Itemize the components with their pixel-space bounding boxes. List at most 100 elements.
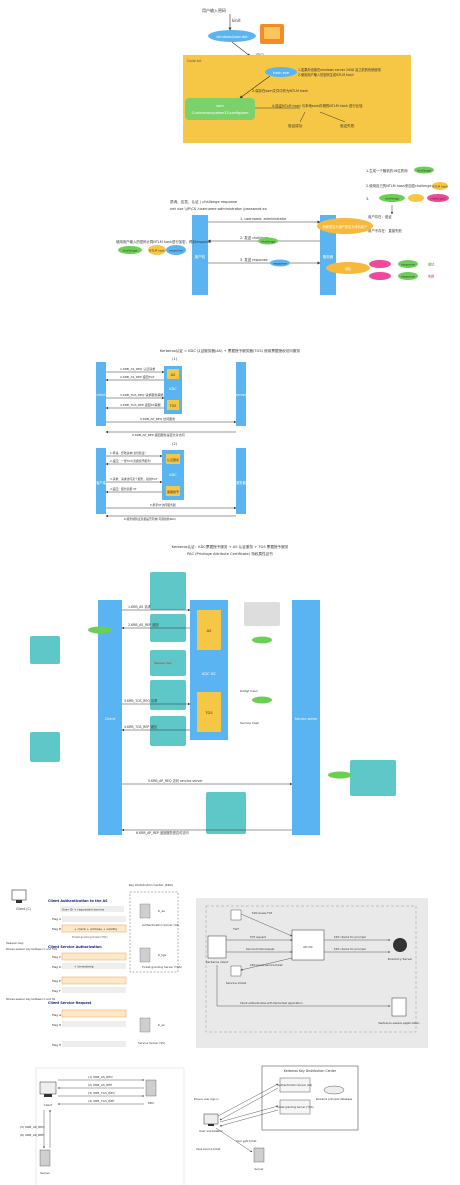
- m-tgt-note: Ticket-granting ticket (TGT): [72, 935, 108, 939]
- left-note: 使用用户输入的密码计算NTLM hash进行加密，得到response: [116, 239, 211, 244]
- k-arrow-1: 1.KRB_AS_REQ 认证请求: [120, 366, 155, 371]
- m-mf: Msg F: [52, 989, 61, 993]
- arch-a7: Client authenticates with Kerberized app…: [240, 1001, 303, 1005]
- kd-title-2: PAC (Privilege Attribute Certificate) 特权…: [187, 551, 273, 556]
- m-ma: Msg A: [52, 917, 62, 921]
- b-m6: (6) KRB_AP_REP: [20, 1133, 44, 1137]
- step3-label: 3.: [366, 197, 369, 201]
- kd-r1: 1.KRB_AS 请求: [128, 604, 152, 609]
- k-arrow-4: 4.KRB_TGS_REP 返回ST票据: [120, 402, 161, 407]
- hash-note-1: 1.如果你设置在windows server 2008 及之前的系统使用: [298, 67, 381, 72]
- arch-directory-icon: [393, 938, 407, 952]
- b-client-computer-icon: [39, 1081, 57, 1097]
- kd-card-4: [150, 680, 186, 710]
- compare-note: 4.验证NTLM hash 与本地sam存储的NTLM hash 进行比较: [272, 103, 363, 108]
- k2-arrow-4: 4.返回：服务票据 ST: [110, 487, 137, 491]
- kd-card-5: [150, 716, 186, 746]
- k2-arrow-6: 6.服务端验证票据是否有效(可能校验PAC): [124, 517, 176, 521]
- kd-card-7: [30, 636, 60, 664]
- challenge2-pill: challenge2: [430, 197, 446, 201]
- m-left-c3: Shares session key between C and SS: [6, 997, 55, 1001]
- m-left-c2: Shares session key between C and TGS: [6, 947, 57, 951]
- m-title-c: Client Service Request: [48, 1001, 92, 1005]
- b-client: Client: [44, 1103, 54, 1107]
- r-as: Authentication Server (AS): [278, 1083, 313, 1087]
- arch-a6: KDC checks for principal: [334, 947, 366, 951]
- k-sub-2: (2): [172, 442, 178, 446]
- k-arrow-6: 6.KRB_AP_REP 返回服务是否允许访问: [132, 432, 185, 437]
- kd-r4: 4.KRB_TGS_REP 返回: [124, 724, 157, 729]
- kd-card-1: [150, 572, 186, 610]
- arch-st: Service ticket: [226, 981, 247, 985]
- box-corner-label: Code.txt: [187, 59, 202, 63]
- k-sub-1: (1): [172, 357, 178, 361]
- k-kdc-label: KDC: [169, 387, 177, 391]
- r-db: Kerberos principal database: [316, 1097, 353, 1101]
- m-left-session: Session key: [6, 941, 24, 945]
- m-mb: Msg B: [52, 927, 61, 931]
- b-m4: (4) KRB_TGS_REP: [88, 1099, 114, 1103]
- k2-server-label: 服务器: [236, 480, 246, 485]
- k-tgs-label: TGS: [169, 404, 177, 408]
- hash-note-2: 2.使用用户输入的密码生成NTLM hash: [298, 72, 354, 77]
- k-arrow-2: 2.KRB_AS_REP 返回TGT: [120, 374, 155, 379]
- response-pill-right-2: response: [401, 275, 415, 279]
- k2-arrow-2: 2.返回：一张TGT(票据授予服务): [110, 459, 151, 463]
- kd-note-red: Session Key: [154, 661, 172, 665]
- arch-a3: Service ticket request: [246, 947, 274, 951]
- k-arrow-3: 3.KRB_TGS_REQ 请求服务票据: [120, 392, 163, 397]
- challenge-pill-left: challenge: [123, 249, 138, 253]
- k2-ticket-label: 票据授予: [167, 489, 179, 494]
- k2-arrow-5: 5.携带ST访问服务器: [150, 503, 176, 507]
- arch-a2: TGT request: [250, 935, 266, 939]
- client-bar: [192, 215, 208, 295]
- not-exist: 用户不存在：直接失败: [368, 228, 403, 233]
- m-client-label: Client (C): [16, 907, 31, 911]
- ok-right: 用户存在：验证: [368, 214, 392, 219]
- kd-as-label: AS: [207, 629, 212, 633]
- arch-dir: Directory Server: [388, 957, 413, 961]
- r-n2: User gets ticket: [236, 1139, 256, 1143]
- section-kerberos-bottom: Client KDC Server (1) KRB_AS_REQ (2) KRB…: [20, 1065, 359, 1185]
- r-db-icon: [323, 1085, 345, 1095]
- kd-service-bar: [292, 600, 320, 835]
- ntlm-hash-pill-top: NTLM hash: [432, 185, 448, 189]
- m-kss: K_ss: [158, 1023, 165, 1027]
- k2-client-label: 客户端: [96, 480, 106, 485]
- arrow-note: 2.保存在sam文件中作为NTLM hash: [252, 88, 308, 93]
- compare-label: 对比: [345, 266, 351, 271]
- section-kerberos-messages: Key Distribution Center (KDC) Client (C)…: [6, 883, 182, 1047]
- kd-kdc-label: KDC DC: [202, 672, 217, 676]
- kd-r5: 5.KRB_AP_REQ 访问 service server: [148, 778, 203, 783]
- sam-box-title: sam: [216, 104, 224, 108]
- challenge-pill-top: challenge: [417, 169, 432, 173]
- b-server: Server: [40, 1171, 51, 1175]
- arch-a4: KDC issues service ticket: [250, 963, 282, 967]
- kd-r3: 3.KRB_TGS_REQ 请求: [124, 698, 158, 703]
- m-mg: Msg G: [52, 1013, 62, 1017]
- m-ss-server-icon: [139, 1017, 151, 1033]
- k-server-bar: [236, 362, 246, 426]
- m-kdc-box: [129, 891, 179, 973]
- section-kerberos-architecture: TGT Kerberos client AD DC Directory Serv…: [196, 898, 428, 1048]
- right-step-2: 2.使用自己的NTLM hash来加密challenge: [366, 183, 431, 188]
- k2-server-bar: [236, 448, 246, 514]
- m-client-computer-icon: [11, 889, 27, 903]
- kd-card-3: [150, 650, 186, 676]
- arch-a5: KDC checks for principal: [334, 935, 366, 939]
- m-me: Msg E: [52, 979, 61, 983]
- b-m1: (1) KRB_AS_REQ: [88, 1075, 113, 1079]
- server-check-ellipse: [317, 218, 373, 234]
- fail-label: 失败: [428, 274, 435, 279]
- sam-box: [185, 98, 255, 120]
- b-kdc-icon: [145, 1079, 157, 1097]
- result-fail: 验证失败: [340, 123, 355, 128]
- k-title: Kerberos认证 = KDC 认证服务器(AS) + 票据授予服务器(TGS…: [160, 348, 301, 353]
- kd-card-8: [30, 732, 60, 762]
- server-bar-label: 服务器: [323, 254, 334, 259]
- k-client-bar: [96, 362, 106, 426]
- r-server-icon: [253, 1147, 265, 1163]
- arrow-1-label: 1. username: administrator: [240, 217, 287, 221]
- arch-client: Kerberos client: [206, 960, 229, 964]
